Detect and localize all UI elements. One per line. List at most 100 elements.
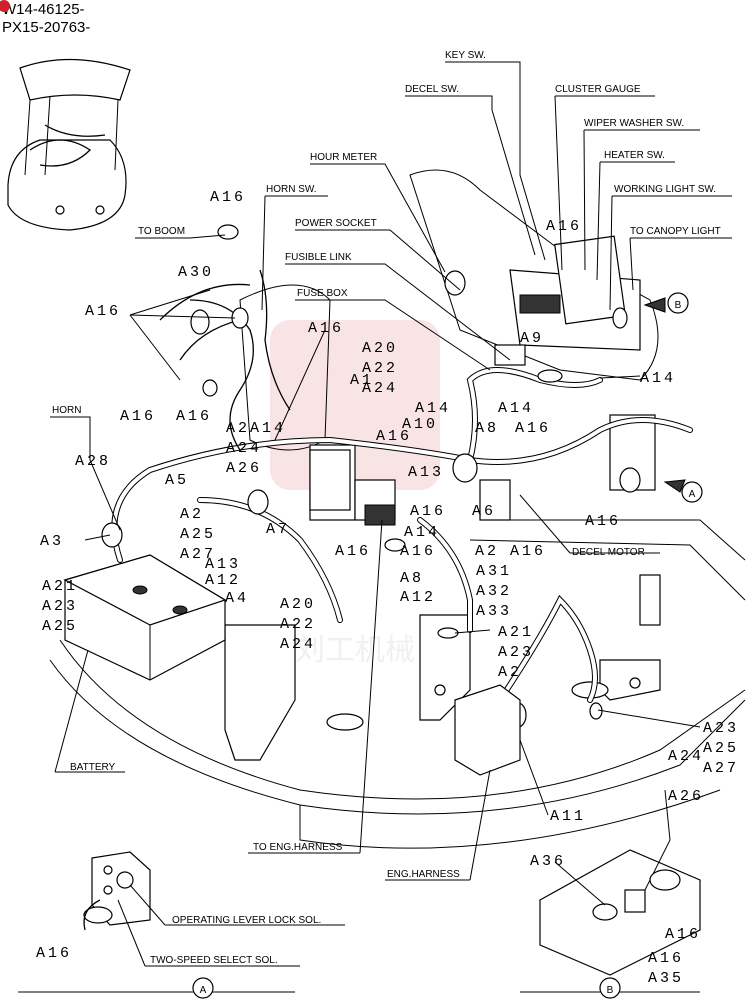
code-a14: A14 bbox=[404, 524, 440, 541]
code-a12: A12 bbox=[205, 572, 241, 589]
label-to-boom: TO BOOM bbox=[138, 226, 185, 237]
label-decel-sw: DECEL SW. bbox=[405, 84, 459, 95]
leader-lines bbox=[18, 61, 732, 993]
machine-thumbnail bbox=[7, 58, 131, 231]
label-to-canopy-light: TO CANOPY LIGHT bbox=[630, 226, 721, 237]
code-a31: A31 bbox=[476, 563, 512, 580]
label-fusible-link: FUSIBLE LINK bbox=[285, 252, 352, 263]
label-eng-harness: ENG.HARNESS bbox=[387, 869, 460, 880]
code-a23: A23 bbox=[42, 598, 78, 615]
label-battery: BATTERY bbox=[70, 762, 116, 773]
code-a10: A10 bbox=[402, 416, 438, 433]
code-a24: A24 bbox=[668, 748, 704, 765]
code-a11: A11 bbox=[550, 808, 586, 825]
svg-text:B: B bbox=[607, 985, 614, 996]
code-a21: A21 bbox=[42, 578, 78, 595]
code-a2: A2 bbox=[226, 420, 250, 437]
svg-text:A: A bbox=[200, 985, 207, 996]
code-a16: A16 bbox=[376, 428, 412, 445]
callout-labels: KEY SW. DECEL SW. CLUSTER GAUGE WIPER WA… bbox=[52, 50, 721, 966]
code-a27: A27 bbox=[180, 546, 216, 563]
label-cluster-gauge: CLUSTER GAUGE bbox=[555, 84, 641, 95]
code-a24: A24 bbox=[280, 636, 316, 653]
code-a2: A2 bbox=[498, 664, 522, 681]
code-a1: A1 bbox=[350, 372, 374, 389]
lever-detail bbox=[539, 789, 701, 976]
label-fuse-box: FUSE BOX bbox=[297, 288, 348, 299]
svg-text:A: A bbox=[689, 489, 696, 500]
code-a20: A20 bbox=[280, 596, 316, 613]
code-a16: A16 bbox=[665, 926, 701, 943]
label-hour-meter: HOUR METER bbox=[310, 152, 377, 163]
code-a16: A16 bbox=[308, 320, 344, 337]
code-a26: A26 bbox=[226, 460, 262, 477]
code-a7: A7 bbox=[266, 521, 290, 538]
view-arrow-b-top: B bbox=[643, 292, 689, 314]
main-harness bbox=[101, 224, 693, 728]
engine-harness-block bbox=[454, 684, 521, 776]
code-a35: A35 bbox=[648, 970, 684, 987]
code-a16: A16 bbox=[648, 950, 684, 967]
label-power-socket: POWER SOCKET bbox=[295, 218, 377, 229]
code-a12: A12 bbox=[400, 589, 436, 606]
code-a25: A25 bbox=[42, 618, 78, 635]
label-decel-motor: DECEL MOTOR bbox=[572, 547, 645, 558]
code-a8: A8 bbox=[475, 420, 499, 437]
code-a16: A16 bbox=[210, 189, 246, 206]
view-label-a-bottom: A bbox=[192, 977, 214, 999]
code-a14: A14 bbox=[498, 400, 534, 417]
label-operating-lever-lock-sol: OPERATING LEVER LOCK SOL. bbox=[172, 915, 321, 926]
label-wiper-washer-sw: WIPER WASHER SW. bbox=[584, 118, 684, 129]
code-a13: A13 bbox=[408, 464, 444, 481]
code-a16: A16 bbox=[176, 408, 212, 425]
code-a5: A5 bbox=[165, 472, 189, 489]
serial-number-2: PX15-20763- bbox=[2, 19, 91, 36]
serial-number-1: W14-46125- bbox=[2, 1, 85, 18]
code-a36: A36 bbox=[530, 853, 566, 870]
code-a3: A3 bbox=[40, 533, 64, 550]
corner-mark-icon bbox=[0, 0, 10, 12]
chassis-frame bbox=[49, 519, 746, 849]
code-a28: A28 bbox=[75, 453, 111, 470]
code-a16: A16 bbox=[36, 945, 72, 962]
code-a24: A24 bbox=[226, 440, 262, 457]
code-a30: A30 bbox=[178, 264, 214, 281]
code-a14: A14 bbox=[415, 400, 451, 417]
code-a22: A22 bbox=[362, 360, 398, 377]
code-a2: A2 bbox=[180, 506, 204, 523]
code-a16: A16 bbox=[510, 543, 546, 560]
battery bbox=[63, 554, 227, 681]
code-a25: A25 bbox=[180, 526, 216, 543]
code-a16: A16 bbox=[585, 513, 621, 530]
code-a16: A16 bbox=[85, 303, 121, 320]
code-a25: A25 bbox=[703, 740, 739, 757]
reference-codes: A16 A30 A16 A16 A20 A1 A22 A24 A16 A9 A1… bbox=[36, 189, 739, 987]
code-a16: A16 bbox=[515, 420, 551, 437]
watermark-text: 刘工机械 bbox=[295, 633, 415, 668]
valve-block-detail bbox=[83, 851, 151, 931]
code-a2: A2 bbox=[475, 543, 499, 560]
code-a8: A8 bbox=[400, 570, 424, 587]
label-horn-sw: HORN SW. bbox=[266, 184, 317, 195]
code-a9: A9 bbox=[520, 330, 544, 347]
code-a16: A16 bbox=[546, 218, 582, 235]
code-a32: A32 bbox=[476, 583, 512, 600]
code-a14: A14 bbox=[250, 420, 286, 437]
label-working-light-sw: WORKING LIGHT SW. bbox=[614, 184, 716, 195]
code-a22: A22 bbox=[280, 616, 316, 633]
view-label-b-bottom: B bbox=[599, 977, 621, 999]
code-a14: A14 bbox=[640, 370, 676, 387]
code-a16: A16 bbox=[335, 543, 371, 560]
label-heater-sw: HEATER SW. bbox=[604, 150, 665, 161]
code-a33: A33 bbox=[476, 603, 512, 620]
code-a13: A13 bbox=[205, 556, 241, 573]
code-a16: A16 bbox=[410, 503, 446, 520]
code-a4: A4 bbox=[225, 590, 249, 607]
code-a6: A6 bbox=[472, 503, 496, 520]
code-a23: A23 bbox=[498, 644, 534, 661]
label-key-sw: KEY SW. bbox=[445, 50, 486, 61]
svg-text:B: B bbox=[675, 300, 682, 311]
label-two-speed-select-sol: TWO-SPEED SELECT SOL. bbox=[150, 955, 278, 966]
view-arrow-a-right: A bbox=[663, 479, 703, 503]
